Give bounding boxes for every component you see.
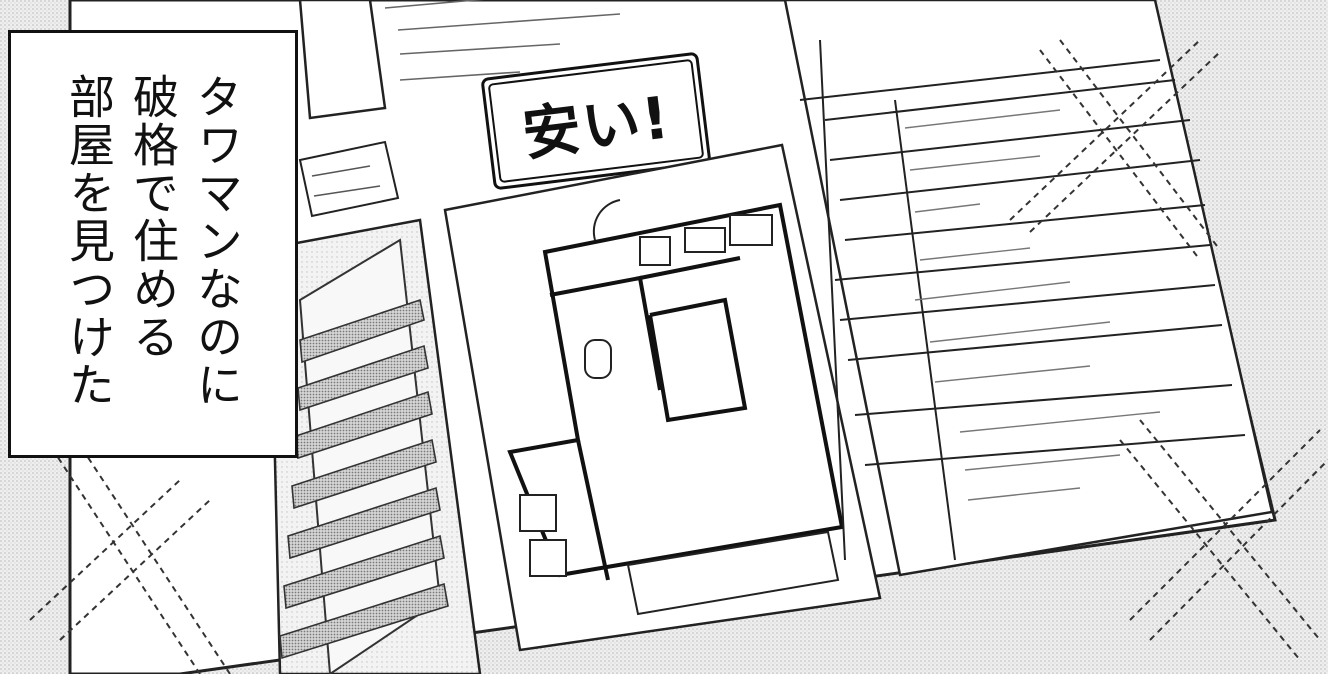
tape-marks bbox=[29, 39, 1328, 674]
flyer-top-scribble bbox=[384, 0, 621, 81]
top-note-card bbox=[298, 0, 387, 120]
building-facade bbox=[279, 238, 449, 674]
flyer-headline-text: 安い! bbox=[518, 83, 675, 169]
floor-plan bbox=[507, 202, 845, 581]
narration-caption-box: タワマンなのに 破格で住める 部屋を見つけた bbox=[8, 30, 298, 458]
details-table-scribble bbox=[904, 109, 1161, 501]
floor-plan-balcony bbox=[626, 530, 840, 616]
floor-plan-door-swing bbox=[592, 199, 621, 241]
small-note-scribble bbox=[311, 165, 381, 197]
stamp-frame bbox=[481, 52, 711, 190]
small-note-slip bbox=[298, 140, 400, 218]
floor-plan-fixtures bbox=[519, 214, 773, 577]
narration-caption-text: タワマンなのに 破格で住める 部屋を見つけた bbox=[62, 73, 244, 409]
details-table-grid bbox=[799, 39, 1246, 561]
